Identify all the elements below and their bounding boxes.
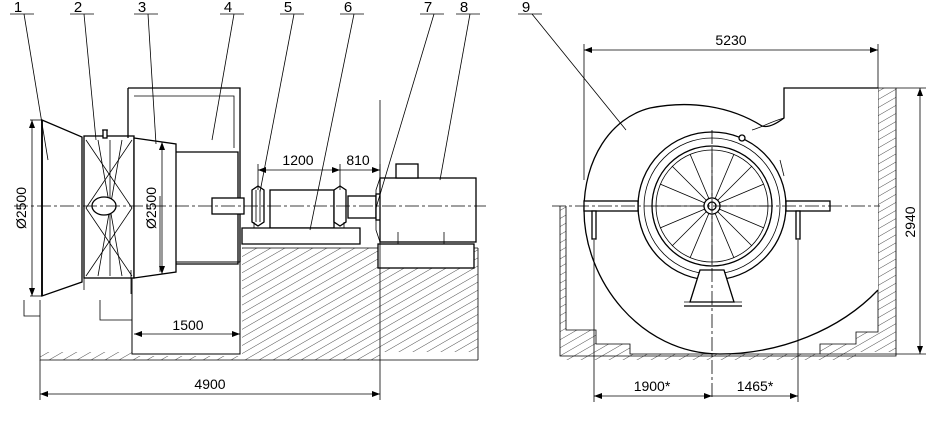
dim-offset-right: 1465* (737, 378, 774, 394)
dim-inlet-diameter: Ø2500 (13, 187, 29, 229)
dim-casing-height: 2940 (902, 206, 918, 237)
dim-shaft-span-b: 810 (346, 152, 370, 168)
callout-5: 5 (284, 0, 292, 16)
callout-6: 6 (344, 0, 352, 16)
dim-pit-length: 1500 (172, 317, 203, 333)
callout-7: 7 (424, 0, 432, 16)
impeller-housing (83, 129, 135, 290)
callout-3: 3 (138, 0, 146, 16)
dim-offset-left: 1900* (634, 378, 671, 394)
dim-overall-length: 4900 (194, 376, 225, 392)
motor (375, 163, 477, 269)
dim-shaft-span-a: 1200 (282, 152, 313, 168)
dim-duct-diameter: Ø2500 (143, 187, 159, 229)
dim-casing-width: 5230 (715, 32, 746, 48)
callout-leaders (10, 13, 627, 231)
dimension-lines (29, 44, 926, 402)
inlet-cone (30, 119, 83, 297)
callout-8: 8 (460, 0, 468, 16)
callout-4: 4 (224, 0, 232, 16)
callout-1: 1 (14, 0, 22, 16)
callout-2: 2 (74, 0, 82, 16)
side-view-foundation (23, 247, 479, 361)
shaft-assembly (211, 185, 391, 245)
callout-9: 9 (522, 0, 530, 16)
